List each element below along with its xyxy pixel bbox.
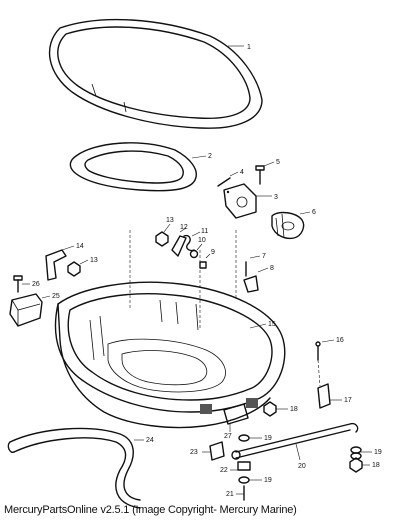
part-9-screw [199,253,211,269]
part-19-washer-b [350,446,372,460]
part-14-bracket [45,245,75,281]
part-3-bracket [223,183,272,219]
callout-18-lower: 18 [372,462,380,469]
part-17-bracket [317,359,342,409]
part-7-screw [245,255,261,277]
callout-13-upper: 13 [166,217,174,224]
part-1-cowl-seal [48,18,263,129]
callout-10: 10 [198,237,206,244]
callout-11: 11 [201,228,208,235]
callout-5: 5 [276,159,280,166]
callout-19-a: 19 [264,435,272,442]
callout-25: 25 [52,293,60,300]
part-19-washer-c [238,476,262,484]
callout-6: 6 [312,209,316,216]
callout-labels: 1 2 3 4 5 6 7 8 9 10 11 12 13 13 14 15 1… [32,44,382,498]
callout-2: 2 [208,153,212,160]
part-20-link-rod [231,422,359,461]
callout-15: 15 [268,321,276,328]
part-21-screw [236,485,245,501]
callout-17: 17 [344,397,352,404]
callout-21: 21 [226,491,234,498]
callout-24: 24 [146,437,154,444]
callout-19-c: 19 [264,477,272,484]
part-19-washer-a [238,434,262,442]
callout-26: 26 [32,281,40,288]
callout-18-upper: 18 [290,406,298,413]
callout-13-lower: 13 [90,257,98,264]
callout-23: 23 [190,449,198,456]
part-18-nut-lower [349,457,370,473]
callout-14: 14 [76,243,84,250]
callout-3: 3 [274,194,278,201]
part-16-screw [315,339,335,361]
part-13-nut-lower [67,259,89,277]
part-15-bottom-cowl [54,230,286,429]
copyright-footer: MercuryPartsOnline v2.5.1 (Image Copyrig… [4,504,297,516]
part-23-clip [202,441,225,461]
callout-22: 22 [220,467,228,474]
part-12-lever [171,227,187,257]
part-27-plate [223,403,249,432]
callout-8: 8 [270,265,274,272]
part-8-clip [243,267,269,293]
part-11-spring [183,231,201,252]
part-25-pad [9,293,51,327]
part-24-hose [7,427,144,509]
callout-20: 20 [298,463,306,470]
callout-19-b: 19 [374,449,382,456]
part-26-screw [13,275,30,293]
part-4-screw [217,171,239,187]
part-13-nut-upper [155,223,171,247]
part-22-spacer [230,461,251,471]
part-5-screw [255,161,275,185]
part-18-nut-upper [263,401,288,417]
callout-9: 9 [211,249,215,256]
callout-7: 7 [262,253,266,260]
part-2-frame [69,142,207,192]
callout-4: 4 [240,169,244,176]
callout-27: 27 [224,433,232,440]
callout-16: 16 [336,337,344,344]
part-6-grommet [271,211,311,240]
callout-12: 12 [180,224,188,231]
callout-1: 1 [247,44,251,51]
